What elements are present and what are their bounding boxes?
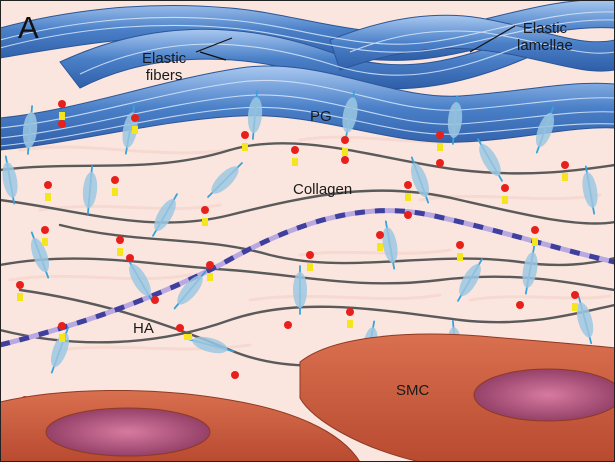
elastic-fibers-label-line1: Elastic (142, 50, 187, 67)
smc-nucleus-left (45, 407, 211, 457)
hyaluronan-chain (0, 208, 615, 348)
smooth-muscle-cells (0, 333, 615, 462)
proteoglycans (2, 90, 598, 374)
fiber-pointer-lines (195, 25, 516, 61)
elastic-fiber-striations (0, 11, 615, 147)
elastic-fibers-label: Elastic fibers (142, 50, 186, 84)
smooth-muscle-cell-label: SMC (396, 382, 430, 399)
elastic-lamellae-label-line2: lamellae (517, 37, 573, 54)
panel-letter: A (18, 10, 39, 45)
link-proteins (16, 100, 579, 404)
collagen-fibers (0, 142, 615, 367)
proteoglycan-label: PG (310, 108, 332, 125)
hyaluronan-label: HA (133, 320, 154, 337)
smc-nucleus-right (473, 368, 615, 422)
elastic-fibers-label-line2: fibers (145, 67, 183, 84)
elastic-lamellae-label-line1: Elastic (522, 20, 568, 37)
collagen-label: Collagen (293, 181, 353, 198)
elastic-lamellae-label: Elastic lamellae (517, 20, 573, 54)
smc-cell-right (299, 333, 615, 462)
